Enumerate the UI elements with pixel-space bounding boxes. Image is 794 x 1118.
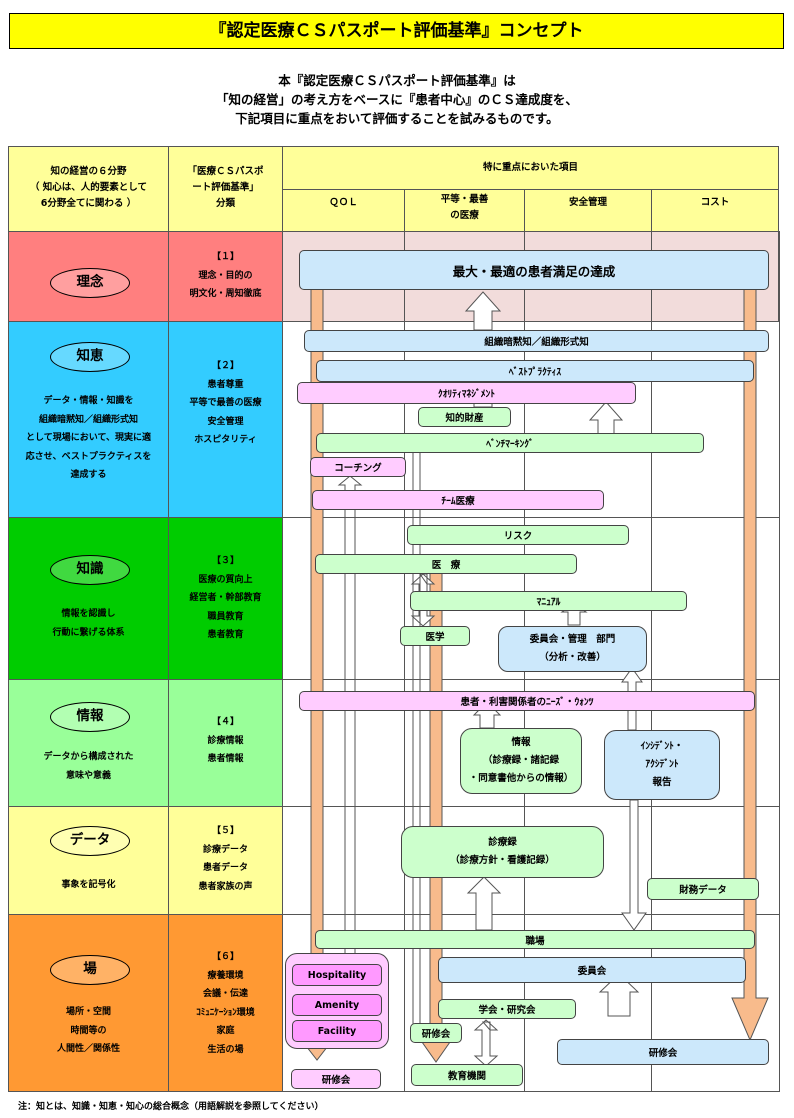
field-desc-chishiki: 情報を認識し 行動に繋げる体系	[52, 609, 125, 638]
field-oval-rinen: 理念	[50, 268, 130, 298]
class-rinen: 【１】 理念・目的の 明文化・周知徹底	[189, 252, 262, 299]
white-arrow-up-benchmark	[588, 401, 624, 437]
class-chishiki: 【３】 医療の質向上 経営者・幹部教育 職員教育 患者教育	[189, 556, 262, 640]
class-chie: 【２】 患者尊重 平等で最善の医療 安全管理 ホスピタリティ	[189, 361, 262, 445]
intellectual-property-box: 知的財産	[418, 407, 511, 427]
class-joho: 【４】 診療情報 患者情報	[207, 717, 244, 764]
training-right-bar: 研修会	[557, 1039, 769, 1065]
row-data-class-bg	[168, 806, 283, 915]
header-knowledge-fields: 知の経営の６分野 （ 知心は、人的要素として 6分野全てに関わる ）	[8, 146, 169, 232]
committee-bar: 委員会	[438, 957, 746, 983]
team-medicine-bar: ﾁｰﾑ医療	[312, 490, 604, 510]
white-arrow-up-satisfaction	[464, 291, 502, 331]
needs-wants-bar: 患者・利害関係者のﾆｰｽﾞ・ｳｫﾝﾂ	[299, 691, 755, 711]
workplace-bar: 職場	[315, 930, 755, 949]
class-ba: 【６】 療養環境 会議・伝達 ｺﾐｭﾆｹｰｼｮﾝ環境 家庭 生活の場	[196, 952, 255, 1055]
benchmarking-bar: ﾍﾞﾝﾁﾏｰｷﾝｸﾞ	[316, 433, 704, 453]
amenity-box: Amenity	[292, 994, 382, 1016]
field-desc-chie: データ・情報・知識を 組織暗黙知／組織形式知 として現場において、現実に適 応さ…	[25, 396, 152, 480]
field-oval-data: データ	[50, 826, 130, 856]
training-mid-box: 研修会	[410, 1023, 462, 1043]
facility-box: Facility	[292, 1020, 382, 1042]
white-arrow-bidir-academic	[473, 1019, 499, 1067]
hospitality-box: Hospitality	[292, 964, 382, 986]
header-safety: 安全管理	[524, 189, 652, 232]
orange-arrow-cost	[731, 288, 769, 1042]
medicine-box: 医学	[400, 626, 470, 646]
row-chie-class-bg	[168, 321, 283, 518]
row-data-bg	[8, 806, 169, 915]
committee-dept-box: 委員会・管理 部門 （分析・改善）	[498, 626, 647, 672]
white-arrow-down-cost	[621, 799, 647, 931]
row-ba-bg	[8, 914, 169, 1092]
field-desc-ba: 場所・空間 時間等の 人間性／関係性	[56, 1007, 120, 1054]
field-oval-ba: 場	[50, 955, 130, 985]
row-ba-class-bg	[168, 914, 283, 1092]
financial-data-box: 財務データ	[647, 878, 759, 900]
intro-line-2: 「知の経営」の考え方をベースに『患者中心』のＣＳ達成度を、	[216, 92, 578, 107]
training-left-box: 研修会	[291, 1069, 381, 1089]
row-chishiki-class-bg	[168, 517, 283, 680]
field-oval-chishiki: 知識	[50, 555, 130, 585]
academic-box: 学会・研究会	[438, 999, 576, 1019]
row-chishiki-bg	[8, 517, 169, 680]
quality-management-bar: ｸｵﾘﾃｨﾏﾈｼﾞﾒﾝﾄ	[297, 382, 636, 404]
intro-line-1: 本『認定医療ＣＳパスポート評価基準』は	[278, 73, 516, 88]
white-arrow-up-records	[466, 876, 502, 931]
field-oval-chie: 知恵	[50, 342, 130, 372]
white-arrow-up-committee	[598, 973, 640, 1017]
manual-bar: ﾏﾆｭｱﾙ	[410, 591, 687, 611]
class-data: 【５】 診療データ 患者データ 患者家族の声	[198, 826, 253, 892]
information-box: 情報 （診療録・諸記録 ・同意書他からの情報）	[460, 728, 582, 794]
max-satisfaction-box: 最大・最適の患者満足の達成	[299, 250, 769, 290]
header-equality: 平等・最善 の医療	[404, 189, 525, 232]
field-desc-joho: データから構成された 意味や意義	[43, 752, 134, 781]
intro-line-3: 下記項目に重点をおいて評価することを試みるものです。	[235, 111, 559, 126]
education-institution-box: 教育機関	[411, 1064, 523, 1086]
field-oval-joho: 情報	[50, 702, 130, 732]
header-focus: 特に重点においた項目	[282, 146, 779, 190]
coaching-box: コーチング	[310, 457, 406, 477]
medical-records-box: 診療録 （診療方針・看護記録）	[401, 826, 604, 878]
row-rinen-class-bg	[168, 231, 283, 322]
medical-bar: 医 療	[315, 554, 577, 574]
tacit-knowledge-bar: 組織暗黙知／組織形式知	[304, 330, 769, 352]
risk-bar: リスク	[407, 525, 629, 545]
row-joho-class-bg	[168, 679, 283, 807]
best-practice-bar: ﾍﾞｽﾄﾌﾟﾗｸﾃｨｽ	[316, 360, 754, 382]
incident-report-box: ｲﾝｼﾃﾞﾝﾄ・ ｱｸｼﾃﾞﾝﾄ 報告	[604, 730, 720, 800]
header-cost: コスト	[651, 189, 779, 232]
row-joho-bg	[8, 679, 169, 807]
field-desc-data: 事象を記号化	[61, 880, 116, 890]
footnote: 注：知とは、知識・知恵・知心の総合概念（用語解説を参照してください）	[18, 1102, 324, 1112]
page-title: 『認定医療ＣＳパスポート評価基準』コンセプト	[9, 13, 784, 49]
